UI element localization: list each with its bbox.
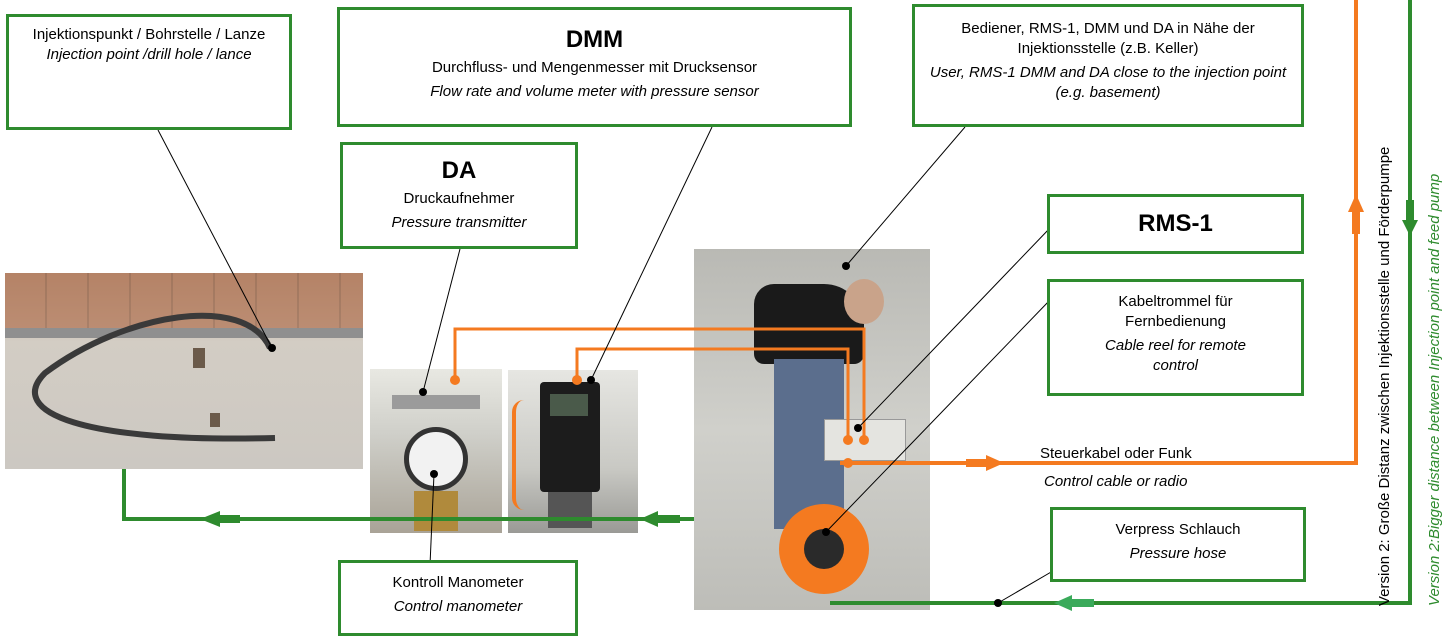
operator-label: Bediener, RMS-1, DMM und DA in Nähe der … [912,4,1304,127]
pressure-hose-label: Verpress Schlauch Pressure hose [1050,507,1306,582]
control-manometer-en: Control manometer [393,598,523,615]
arrow-left-icon [200,511,240,527]
da-de: Druckaufnehmer [403,190,515,207]
pressure-transmitter-photo [370,369,502,533]
injection-point-en: Injection point /drill hole / lance [46,46,252,63]
dmm-de: Durchfluss- und Mengenmesser mit Druckse… [431,59,758,76]
injection-point-label: Injektionspunkt / Bohrstelle / Lanze Inj… [6,14,292,130]
da-label: DA Druckaufnehmer Pressure transmitter [340,142,578,249]
pressure-hose-en: Pressure hose [1129,545,1227,562]
operator-en: User, RMS-1 DMM and DA close to the inje… [929,64,1287,101]
injection-site-photo [5,273,363,469]
arrow-down-icon [1402,200,1418,236]
rms1-title: RMS-1 [1138,210,1213,237]
dmm-label: DMM Durchfluss- und Mengenmesser mit Dru… [337,7,852,127]
operator-de: Bediener, RMS-1, DMM und DA in Nähe der … [961,20,1255,57]
dmm-en: Flow rate and volume meter with pressure… [430,83,759,100]
cable-reel-en: Cable reel for remote control [1105,337,1246,374]
dmm-title: DMM [565,26,624,53]
arrow-right-icon [966,455,1004,471]
control-cable-de: Steuerkabel oder Funk [1040,445,1192,462]
flow-meter-photo [508,370,638,533]
control-cable-en: Control cable or radio [1044,473,1188,490]
cable-reel-de: Kabeltrommel für Fernbedienung [1118,293,1233,330]
arrow-up-icon [1348,194,1364,234]
control-manometer-label: Kontroll Manometer Control manometer [338,560,578,636]
arrow-left-icon [1054,595,1094,611]
rms1-label: RMS-1 [1047,194,1304,254]
version2-en: Version 2:Bigger distance between Inject… [1426,173,1442,606]
injection-point-de: Injektionspunkt / Bohrstelle / Lanze [32,26,266,43]
da-title: DA [441,157,477,184]
pressure-hose-de: Verpress Schlauch [1115,521,1241,538]
cable-reel-label: Kabeltrommel für Fernbedienung Cable ree… [1047,279,1304,396]
arrow-left-icon [640,511,680,527]
version2-de: Version 2: Große Distanz zwischen Injekt… [1376,146,1393,606]
control-manometer-de: Kontroll Manometer [392,574,524,591]
da-en: Pressure transmitter [391,214,527,231]
operator-photo [694,249,930,610]
